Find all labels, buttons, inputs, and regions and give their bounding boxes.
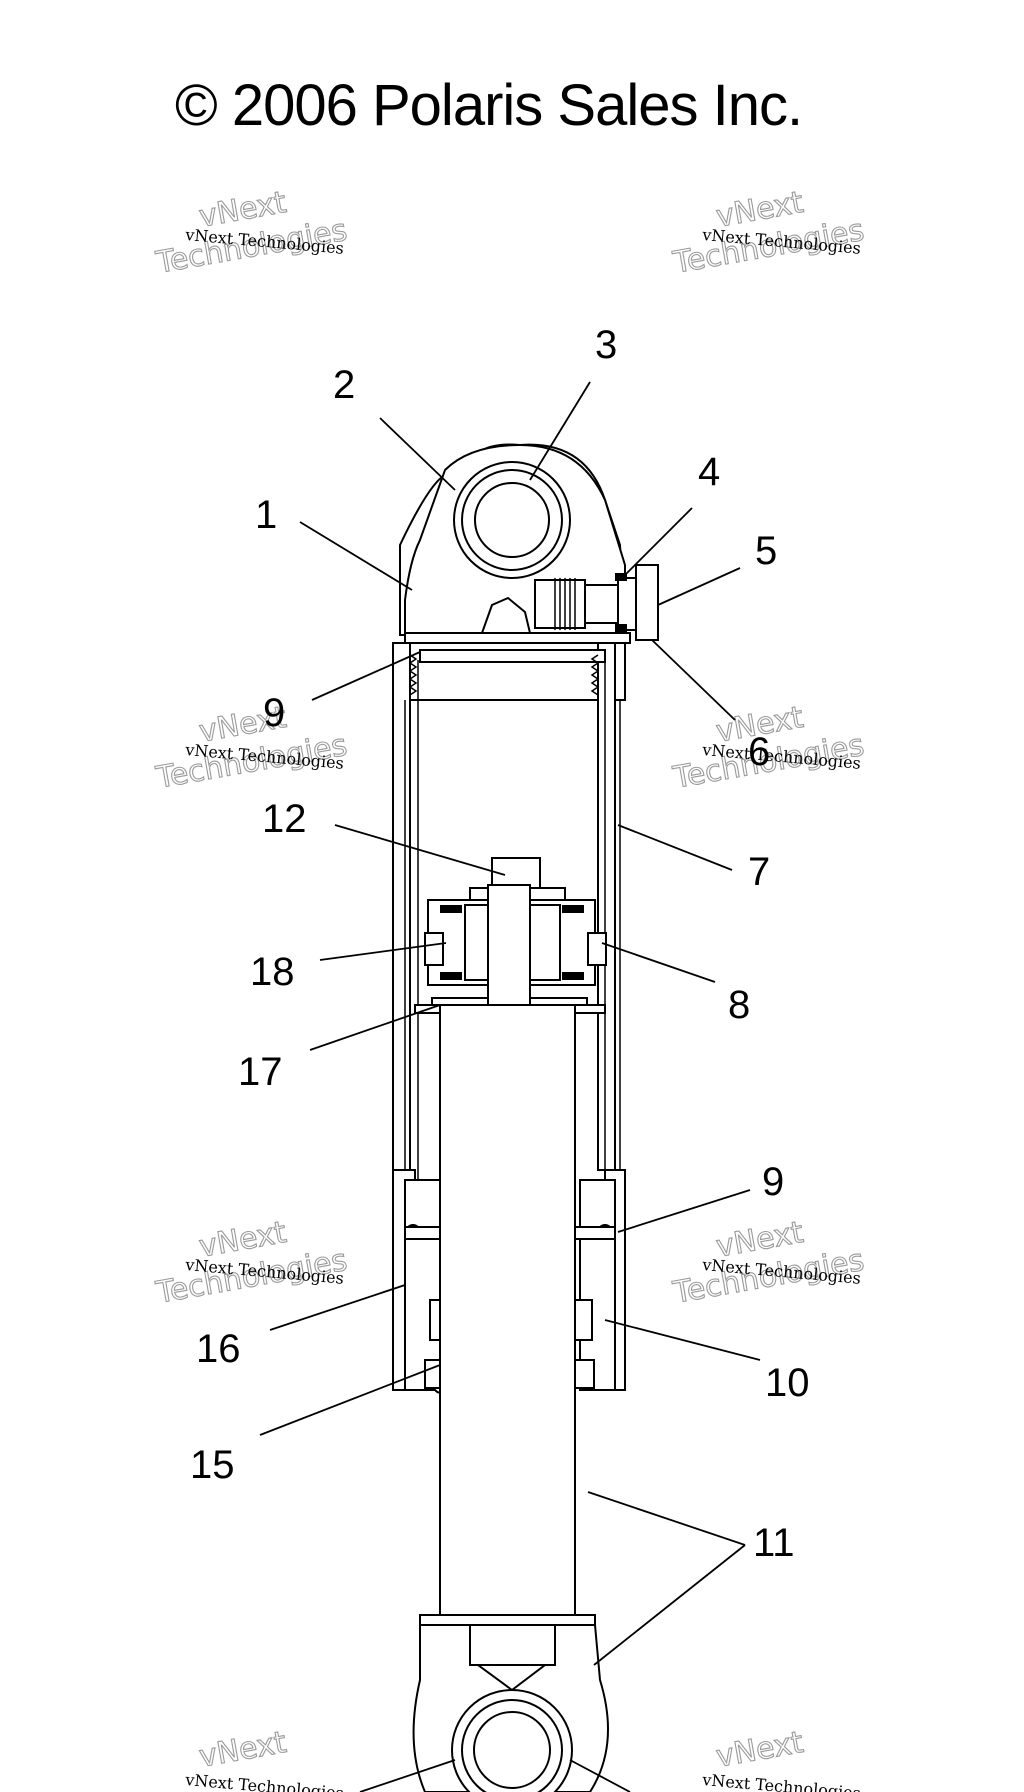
callout-7: 7 (748, 850, 770, 894)
watermark-text-bottom-left: vNext Technologies (184, 1770, 345, 1792)
outer-body (392, 642, 621, 1210)
watermark-lower-left: vNext Technologies (152, 1214, 350, 1311)
callout-15: 15 (190, 1443, 235, 1487)
watermark-lower-right: vNext Technologies (669, 1214, 867, 1311)
copyright-notice: © 2006 Polaris Sales Inc. (175, 73, 803, 138)
svg-text:vNext: vNext (714, 1725, 807, 1775)
callout-4: 4 (698, 450, 720, 494)
callout-2: 2 (333, 363, 355, 407)
callout-10: 10 (765, 1361, 810, 1405)
watermark-top-right: vNext Technologies (669, 184, 867, 281)
watermark-text-bottom-right: vNext Technologies (701, 1770, 862, 1792)
callout-9-lower: 9 (762, 1160, 784, 1204)
callout-3: 3 (595, 323, 617, 367)
watermark-mid-left: vNext Technologies (152, 699, 350, 796)
upper-eye-bore (474, 482, 550, 558)
thread-upper-right (590, 654, 600, 696)
callout-9-upper: 9 (263, 691, 285, 735)
callout-8: 8 (728, 983, 750, 1027)
callout-16: 16 (196, 1327, 241, 1371)
watermark-bottom-right: vNext (713, 1724, 807, 1775)
lower-eye-bore (473, 1711, 551, 1789)
watermark-bottom-left: vNext (196, 1724, 290, 1775)
valve-assembly (480, 564, 659, 641)
callout-18: 18 (250, 950, 295, 994)
callout-17: 17 (238, 1050, 283, 1094)
svg-text:vNext: vNext (197, 1725, 290, 1775)
thread-upper-left (408, 654, 418, 696)
callout-6: 6 (748, 730, 770, 774)
leader-lines (259, 381, 761, 1792)
cap-plate (404, 632, 631, 644)
callout-11: 11 (753, 1521, 795, 1565)
shock-lower-eye (412, 1624, 609, 1792)
seal-housing (392, 1169, 626, 1394)
watermark-top-left: vNext Technologies (152, 184, 350, 281)
callout-12: 12 (262, 797, 307, 841)
callout-5: 5 (755, 529, 777, 573)
callout-1: 1 (255, 493, 277, 537)
shaft (419, 1004, 596, 1636)
